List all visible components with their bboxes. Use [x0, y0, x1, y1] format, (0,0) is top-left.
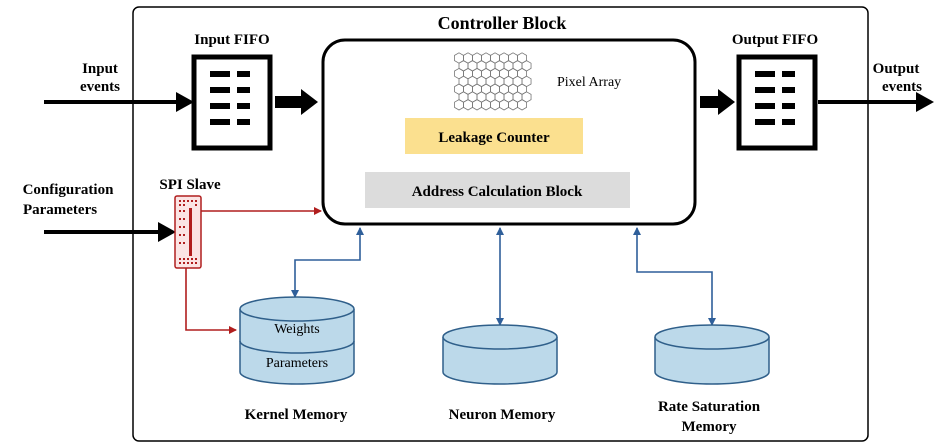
input-fifo-icon — [191, 54, 273, 151]
output-fifo-label: Output FIFO — [732, 32, 818, 48]
address-calc-label: Address Calculation Block — [412, 184, 583, 200]
config-params-arrow — [44, 222, 176, 242]
neuron-memory-caption: Neuron Memory — [449, 407, 556, 423]
output-fifo-icon — [736, 54, 818, 151]
address-calc-block — [365, 172, 630, 208]
rate-memory-caption-2: Memory — [682, 419, 737, 435]
output-events-label-2: events — [882, 79, 922, 95]
fifo-to-controller-arrow — [275, 89, 318, 115]
outer-block — [132, 6, 869, 442]
pixel-array-icon — [454, 52, 532, 111]
kernel-memory-cylinder — [239, 296, 355, 385]
pixel-cell — [517, 99, 527, 111]
spi-to-kernel-memory-wire — [185, 268, 237, 334]
input-fifo-label: Input FIFO — [194, 32, 269, 48]
rate-memory-cylinder — [654, 324, 770, 385]
input-events-label-1: Input — [82, 61, 118, 77]
config-params-label-2: Parameters — [23, 202, 97, 218]
leakage-counter-block — [405, 118, 583, 154]
output-events-arrow — [818, 92, 934, 112]
config-params-label-1: Configuration — [23, 182, 115, 198]
input-events-label-2: events — [80, 79, 120, 95]
spi-slave-label: SPI Slave — [159, 177, 221, 193]
pixel-array-label: Pixel Array — [557, 75, 621, 90]
controller-to-fifo-arrow — [700, 89, 735, 115]
kernel-memory-controller-wire — [291, 227, 364, 298]
rate-memory-controller-wire — [633, 227, 716, 326]
controller-title: Controller Block — [438, 13, 567, 33]
kernel-memory-parameters-label: Parameters — [266, 356, 328, 371]
rate-memory-caption-1: Rate Saturation — [658, 399, 761, 415]
input-events-arrow — [44, 92, 194, 112]
leakage-counter-label: Leakage Counter — [438, 130, 550, 146]
output-events-label-1: Output — [873, 61, 920, 77]
kernel-memory-weights-label: Weights — [274, 322, 320, 337]
kernel-memory-caption: Kernel Memory — [245, 407, 348, 423]
neuron-memory-cylinder — [442, 324, 558, 385]
spi-slave-icon — [174, 195, 202, 269]
